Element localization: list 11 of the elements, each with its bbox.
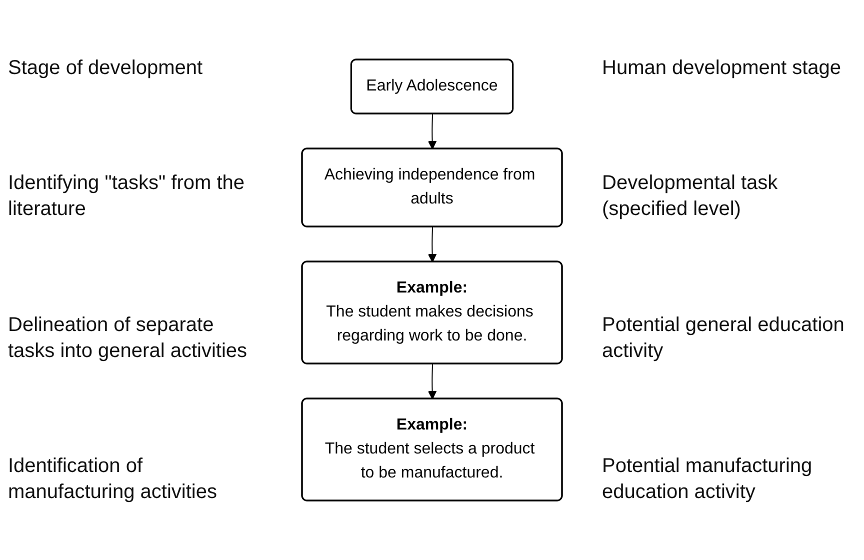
side-note: Identifying "tasks" from the literature bbox=[8, 171, 246, 222]
side-note: Stage of development bbox=[8, 56, 204, 81]
side-note: Identification of manufacturing activities bbox=[8, 454, 218, 506]
side-note: Potential general education activity bbox=[602, 312, 846, 364]
arrow bbox=[428, 114, 437, 150]
side-note: Delineation of separate tasks into general activities bbox=[8, 312, 248, 364]
side-note: Potential manufacturing education activity bbox=[602, 454, 814, 506]
arrow bbox=[428, 226, 437, 262]
side-note: Human development stage bbox=[602, 56, 842, 81]
side-note: Developmental task (specified level) bbox=[602, 171, 779, 222]
arrow bbox=[428, 364, 437, 400]
